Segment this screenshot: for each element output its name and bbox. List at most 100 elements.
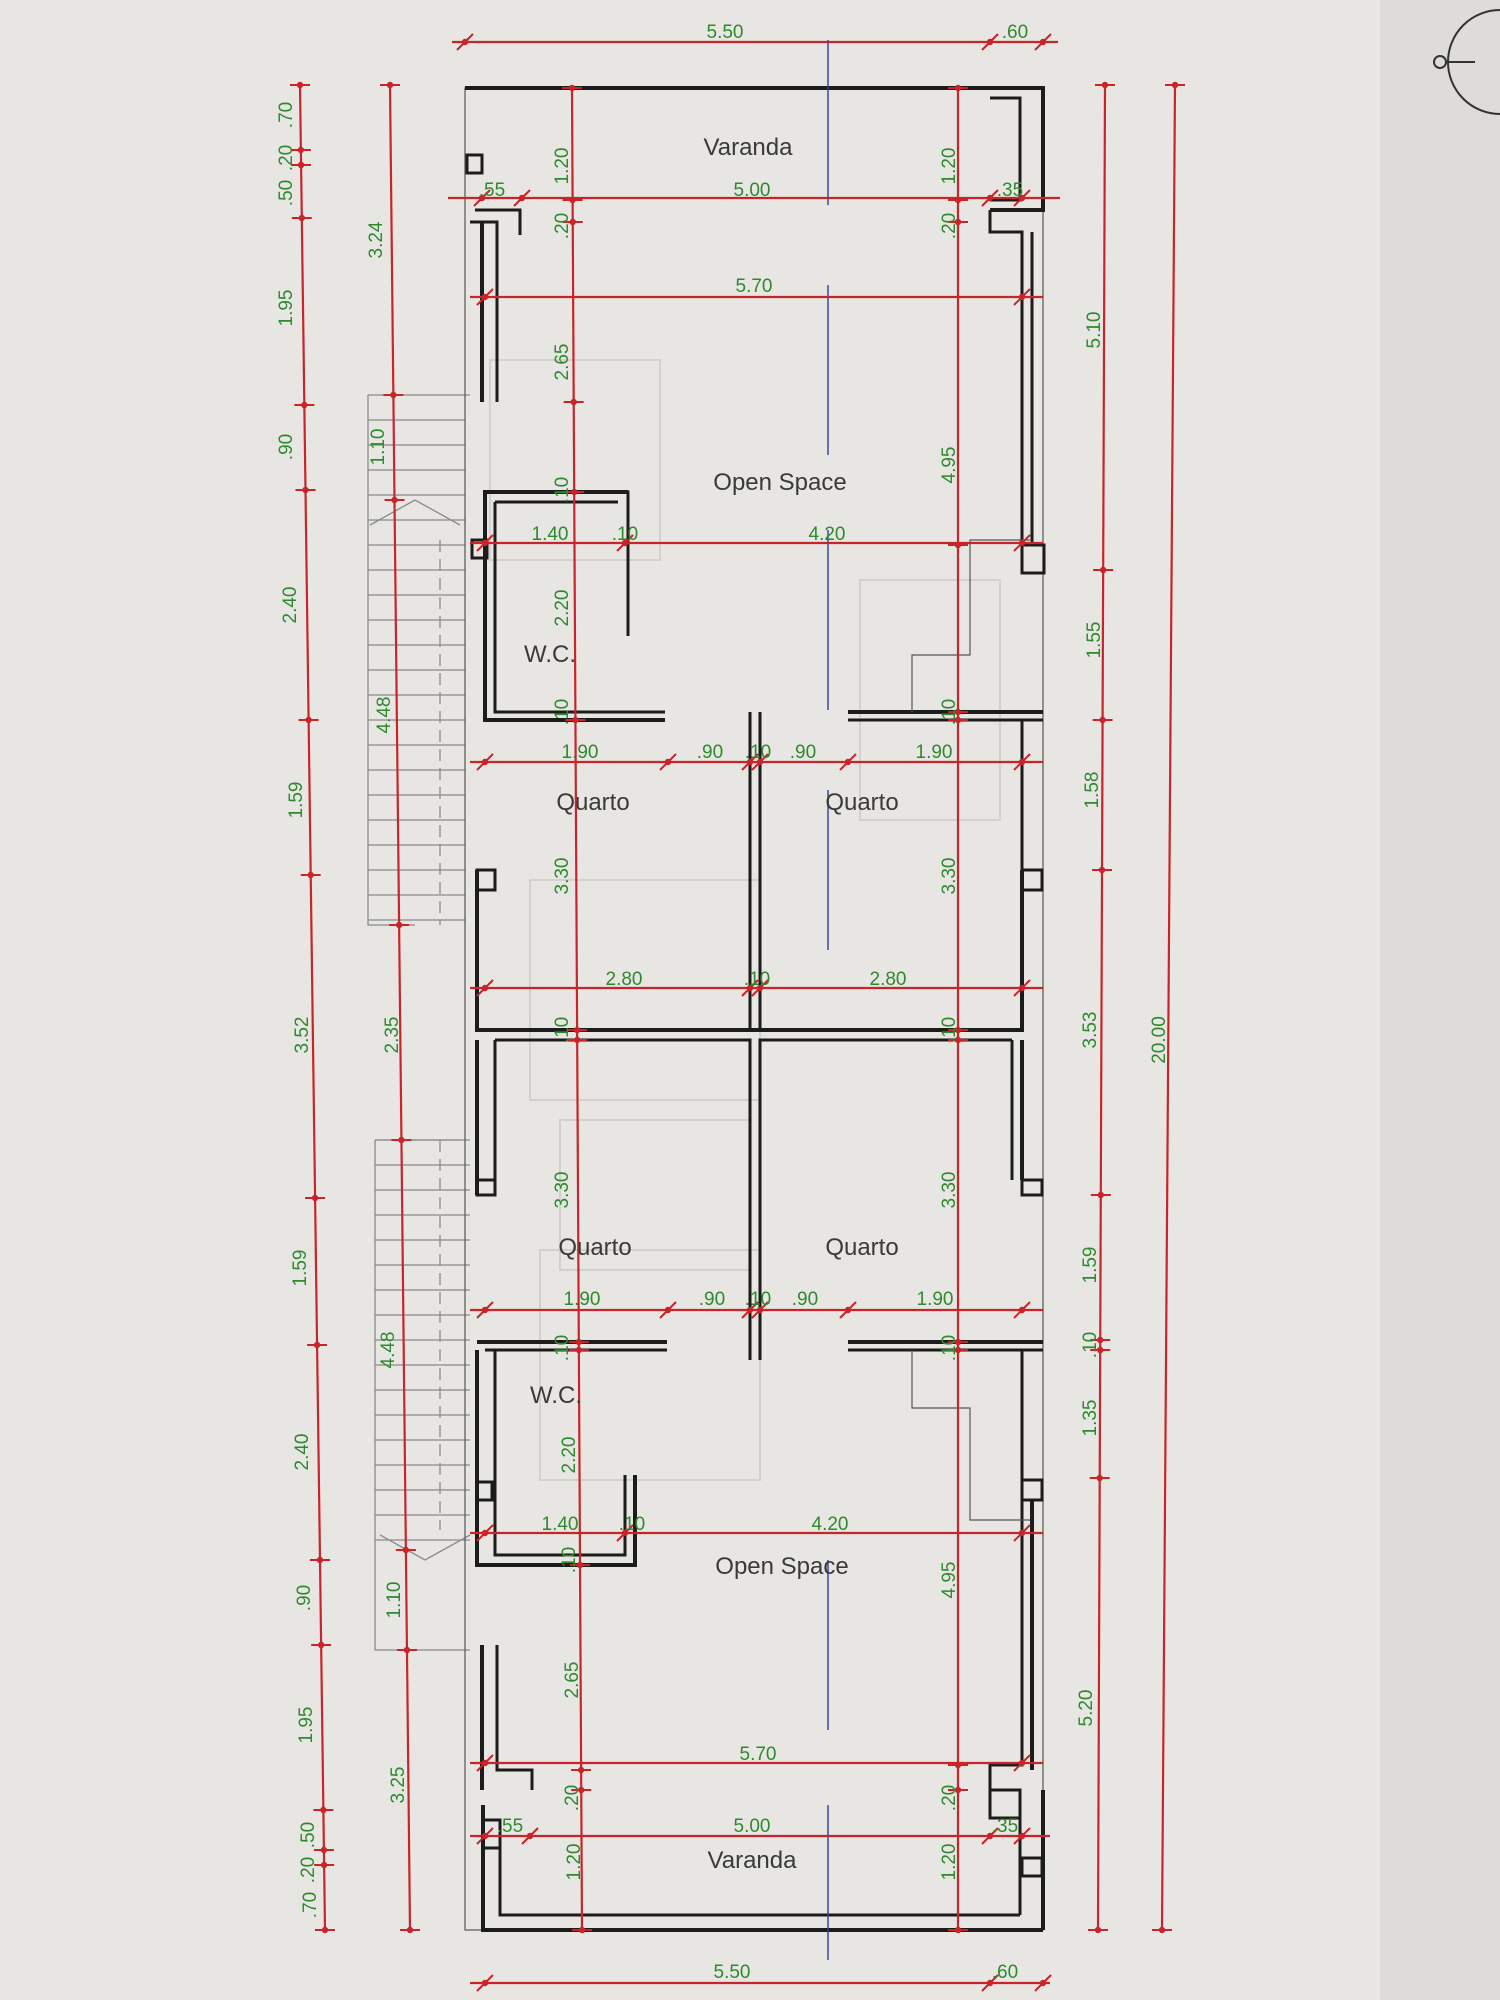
dim-q-bot-10: .10 (745, 1289, 771, 1310)
dimension-point (621, 539, 629, 547)
dimension-point (461, 38, 469, 46)
dimension-point (313, 1341, 321, 1349)
dimension-point (1018, 1529, 1026, 1537)
dim-var-top-width: 5.00 (734, 180, 771, 201)
dim-os-top-width: 5.70 (736, 276, 773, 297)
dim-wc-top-h: 2.20 (552, 590, 573, 627)
dimension-point (986, 1832, 994, 1840)
dim-l1-90-bot: .90 (294, 1585, 315, 1611)
dim-r1-510: 5.10 (1084, 312, 1105, 349)
door-swings (911, 539, 1030, 1521)
dimension-point (1097, 1346, 1104, 1354)
dimension-point (316, 1556, 324, 1564)
dimension-point (481, 293, 489, 301)
dimension-point (577, 1766, 585, 1774)
dimension-point (481, 1529, 489, 1537)
dimension-point (526, 1832, 534, 1840)
dimension-point (573, 1026, 581, 1034)
dim-wc-bot-10r: .10 (939, 1335, 960, 1361)
room-wc-top: W.C. (524, 641, 576, 668)
dimension-point (621, 1529, 629, 1537)
dim-wc-bot-h: 2.20 (559, 1437, 580, 1474)
dim-wc-bot-w: 1.40 (542, 1514, 579, 1535)
dimension-point (986, 1979, 994, 1987)
dim-q-mid-280-r: 2.80 (870, 969, 907, 990)
dimension-lines (290, 33, 1185, 1992)
dim-var-bot-left: .55 (497, 1816, 523, 1837)
dimension-point (298, 214, 306, 222)
dimension-point (664, 758, 672, 766)
dimension-point (954, 84, 962, 92)
dim-l1-159-bot: 1.59 (290, 1250, 311, 1287)
dim-q-top-10: .10 (745, 742, 771, 763)
dim-os-bot-420: 4.20 (812, 1514, 849, 1535)
room-open-space-top: Open Space (713, 469, 846, 496)
dimension-point (954, 1761, 962, 1769)
dimension-point (1101, 81, 1109, 89)
dim-q-mid-280-l: 2.80 (606, 969, 643, 990)
dim-q-top-90-l: .90 (697, 742, 723, 763)
dimension-point (406, 1926, 414, 1934)
dim-os-top-10: .10 (552, 477, 573, 503)
dimension-point (1018, 1832, 1026, 1840)
dim-os-top-depth-r: 4.95 (939, 447, 960, 484)
dimension-point (954, 1026, 962, 1034)
dimension-labels: 5.50 .60 5.00 .55 .35 5.70 1.40 .10 4.20… (479, 22, 1028, 1983)
dimension-point (576, 1561, 584, 1569)
dim-wc-bot-10m: .10 (619, 1514, 645, 1535)
dimension-point (478, 194, 486, 202)
dimension-point (402, 1546, 410, 1554)
dimension-point (954, 541, 962, 549)
room-labels: Varanda Open Space W.C. Quarto Quarto Qu… (524, 134, 899, 1874)
dimension-point (986, 38, 994, 46)
dimension-point (398, 1136, 405, 1144)
dimension-point (1039, 38, 1047, 46)
dim-var-top-left: .55 (479, 180, 505, 201)
dimension-point (570, 488, 578, 496)
dimension-point (664, 1306, 672, 1314)
dim-q-top-190-r: 1.90 (916, 742, 953, 763)
dim-r1-158: 1.58 (1082, 772, 1103, 809)
dimension-point (1097, 1191, 1104, 1199)
paper-shadow-right (1380, 0, 1500, 2000)
dimension-point (311, 1194, 319, 1202)
dimension-point (317, 1641, 325, 1649)
dim-top-width: 5.50 (707, 22, 744, 43)
dimension-point (481, 539, 489, 547)
dim-l1-20-top: .20 (276, 145, 297, 171)
dim-var-bot-width: 5.00 (734, 1816, 771, 1837)
dimension-point (320, 1846, 328, 1854)
dim-bot-20-l: .20 (562, 1785, 583, 1811)
dim-l1-352: 3.52 (292, 1017, 313, 1054)
dimension-point (518, 194, 526, 202)
dim-var-bot-depth-r: 1.20 (939, 1844, 960, 1881)
dim-q-bot-190-l: 1.90 (564, 1289, 601, 1310)
room-quarto-2: Quarto (825, 789, 898, 816)
dim-q-bot-190-r: 1.90 (917, 1289, 954, 1310)
dimension-point (954, 708, 962, 716)
dimension-point (481, 1759, 489, 1767)
dim-var-bot-depth-l: 1.20 (564, 1844, 585, 1881)
dimension-point (481, 758, 489, 766)
dimension-point (954, 1346, 962, 1354)
dimension-point (297, 161, 305, 169)
dimension-point (1171, 81, 1179, 89)
dim-wc-top-10r: .10 (939, 699, 960, 725)
dimension-point (572, 716, 579, 724)
dimension-point (320, 1861, 328, 1869)
dimension-point (395, 921, 403, 929)
dimension-point (386, 81, 394, 89)
dimension-point (1094, 1926, 1102, 1934)
dimension-point (756, 1306, 764, 1314)
dim-l2-448-top: 4.48 (374, 697, 395, 734)
dim-l2-110-top: 1.10 (368, 429, 389, 466)
dim-q-mid-10: .10 (744, 969, 770, 990)
dimension-point (573, 1036, 581, 1044)
dimension-point (321, 1926, 329, 1934)
dimension-point (481, 1832, 489, 1840)
dim-wc-top-10: .10 (612, 524, 638, 545)
dimension-point (578, 1786, 585, 1794)
dimension-point (1097, 1336, 1104, 1344)
dim-r1-520: 5.20 (1076, 1690, 1097, 1727)
dim-r2-total: 20.00 (1149, 1016, 1170, 1064)
